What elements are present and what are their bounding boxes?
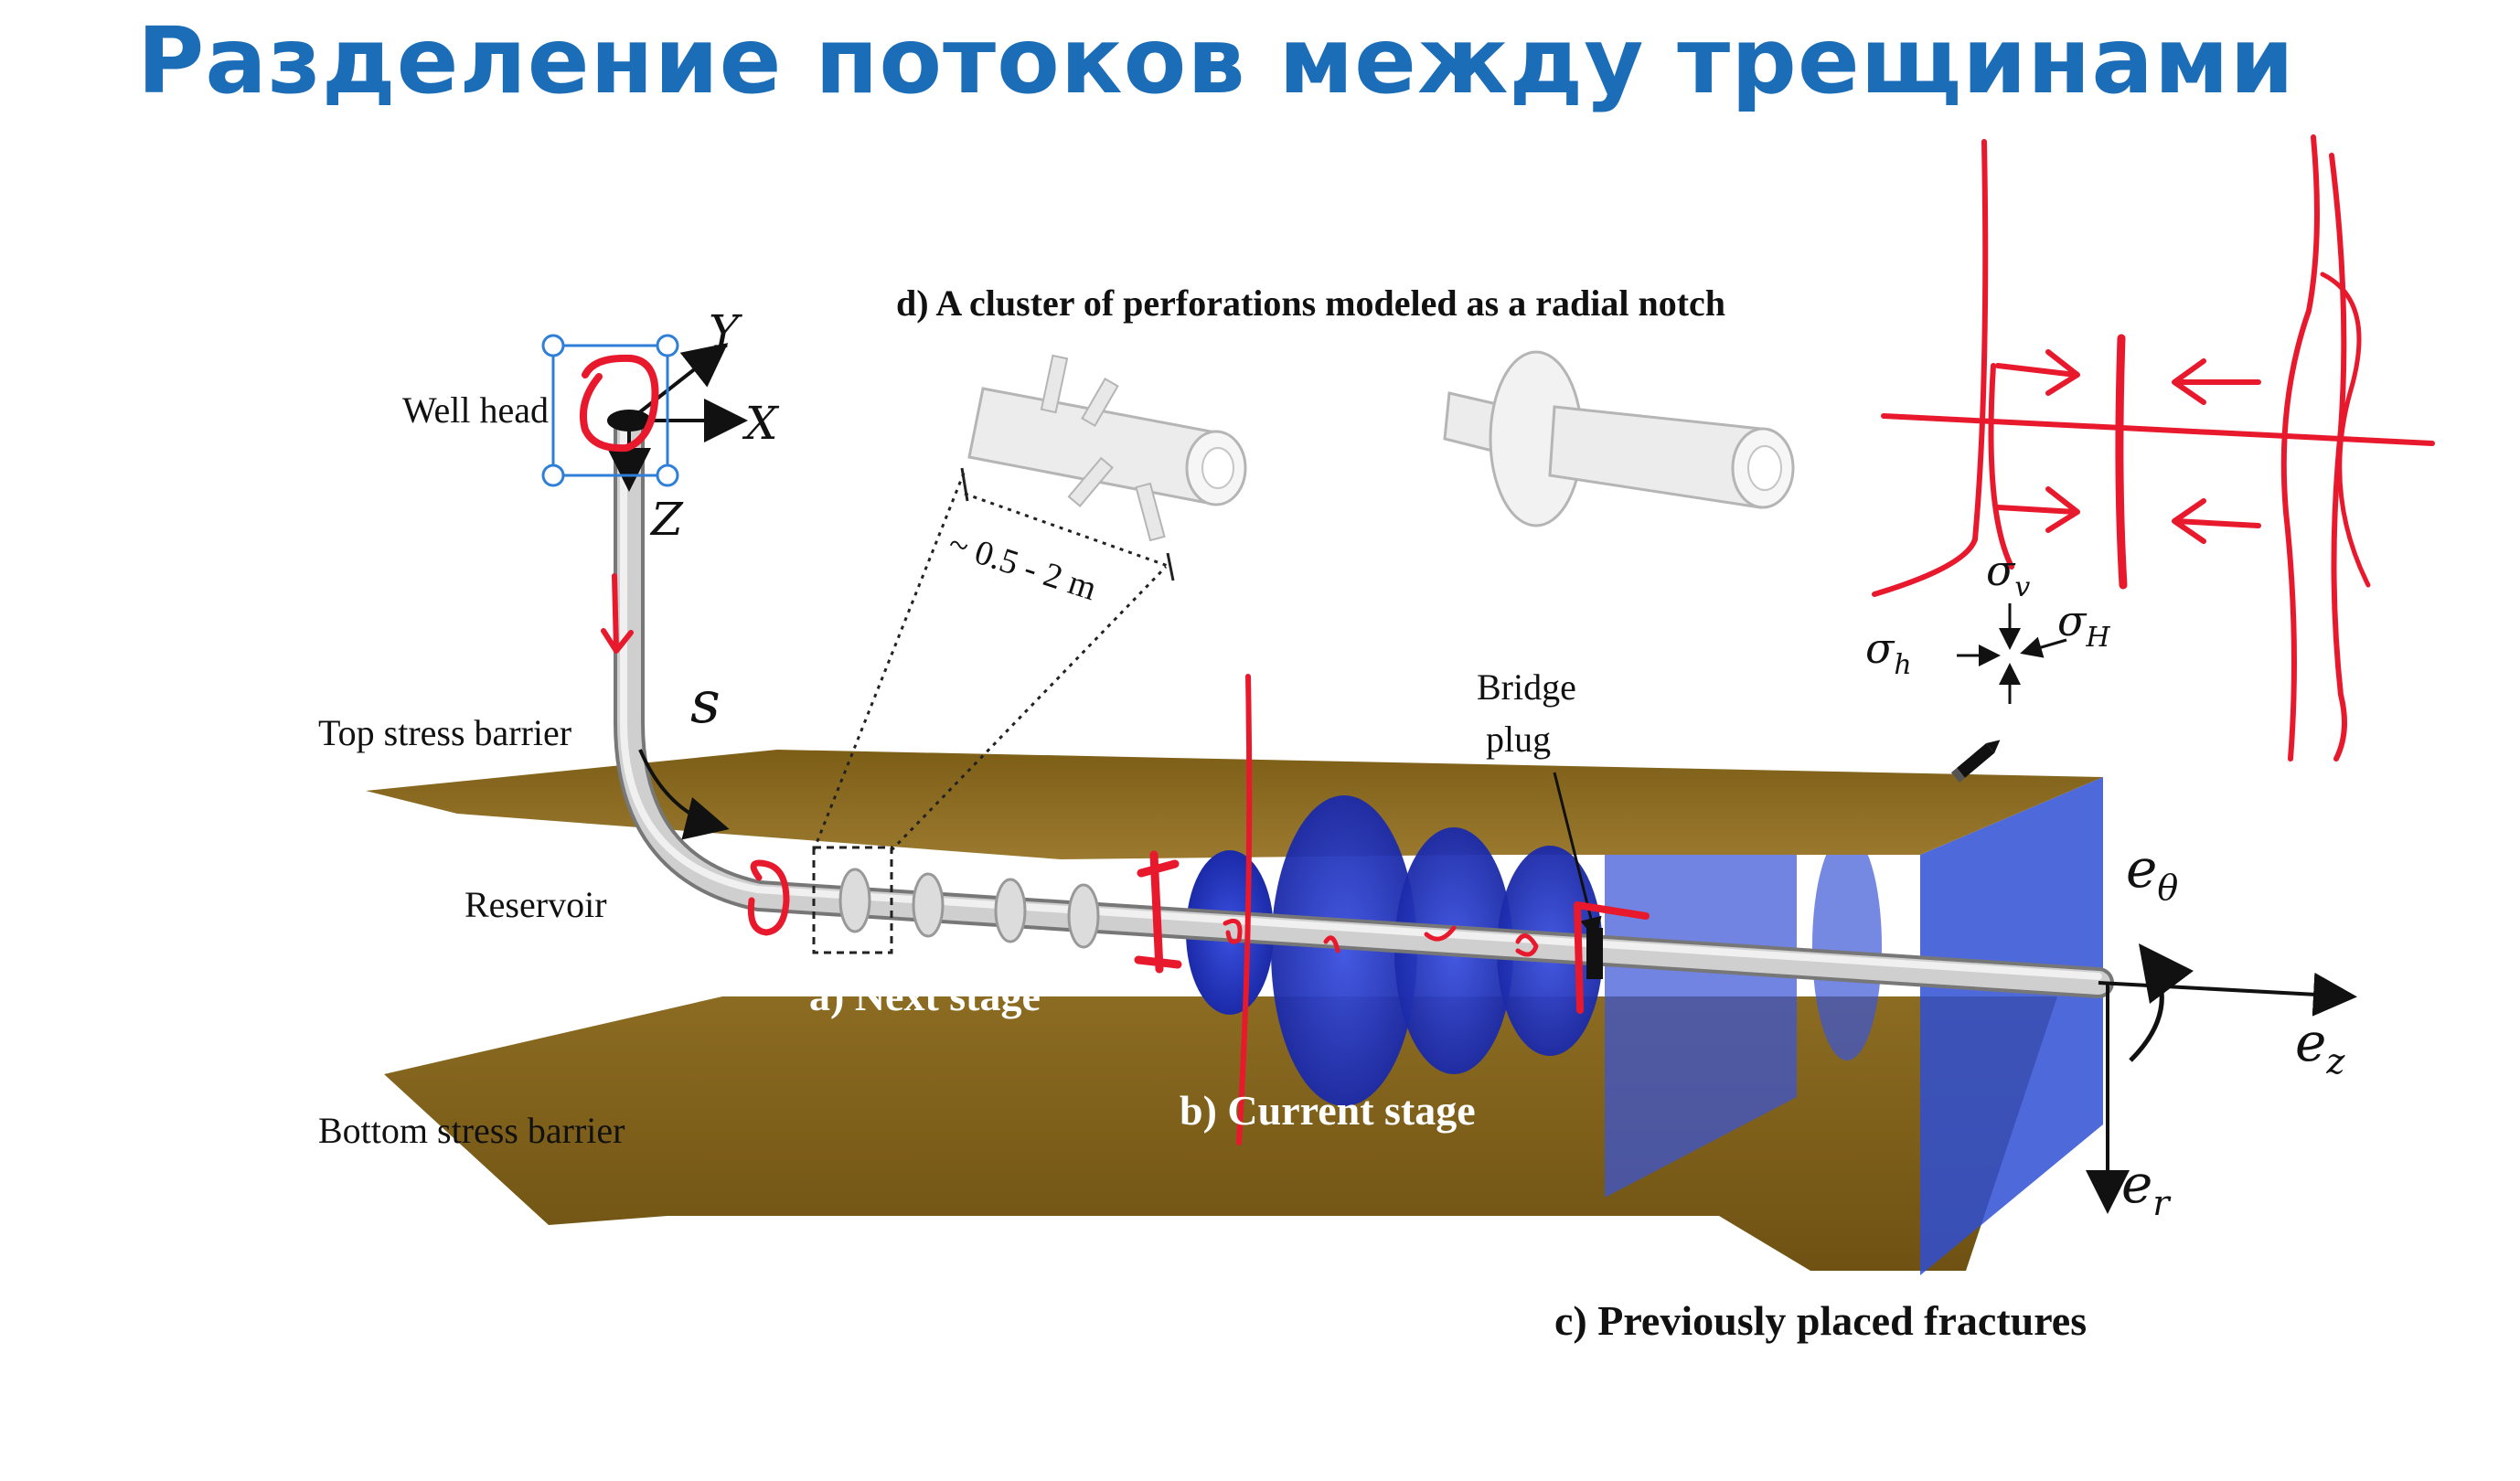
current-stage-label: b) Current stage [1180,1087,1476,1134]
axis-x-label: X [742,397,780,450]
bridge-plug [1586,928,1603,979]
spacing-tick-left [960,467,969,502]
zoom-line-right [890,565,1168,852]
bottom-stress-barrier [384,996,2057,1271]
selection-handles[interactable] [541,334,679,487]
bottom-barrier-label: Bottom stress barrier [318,1110,625,1151]
top-barrier-label: Top stress barrier [318,712,571,753]
cluster-title: d) A cluster of perforations modeled as … [896,282,1725,324]
sigma-v-label: σv [1986,546,2030,603]
previous-fractures-label: c) Previously placed fractures [1554,1297,2087,1344]
sigma-H-label: σH [2057,596,2110,654]
bridge-plug-label-line2: plug [1486,719,1551,760]
axis-z-label: Z [649,493,684,546]
top-stress-barrier [366,750,2103,859]
axis-y-label: Y [709,305,742,358]
spacing-tick-right [1166,552,1175,581]
spacing-label: ~ 0.5 - 2 m [944,525,1101,609]
e-z-label: ez [2295,1011,2345,1081]
stress-axes [1957,603,2067,704]
e-r-label: er [2121,1153,2172,1223]
perforation-zoom-box [812,846,893,954]
sigma-h-label: σh [1865,623,1912,681]
reservoir-label: Reservoir [464,884,607,925]
radial-notch-illustration [1443,350,1795,527]
zoom-line-left [812,470,966,851]
arc-s-arrow [638,749,730,840]
wellbore [614,414,2114,998]
cylindrical-axes [2086,943,2357,1214]
previous-fracture-middle [1812,832,1882,1060]
slide-title: Разделение потоков между трещинами [137,7,2295,114]
previous-fracture-box [1920,777,2103,1275]
arc-s-label: s [690,669,721,737]
next-stage-label: a) Next stage [809,973,1041,1019]
next-stage-perforations [838,868,1100,949]
well-head-label: Well head [402,389,549,431]
perforated-pipe-illustration [967,354,1247,542]
e-theta-label: eθ [2126,837,2178,908]
pencil-icon[interactable] [1950,735,2004,783]
bridge-plug-label-line1: Bridge [1477,666,1576,708]
red-annotations [579,134,2435,1145]
previous-fracture-back [1605,804,1797,1198]
current-fracture-2 [1271,795,1417,1106]
